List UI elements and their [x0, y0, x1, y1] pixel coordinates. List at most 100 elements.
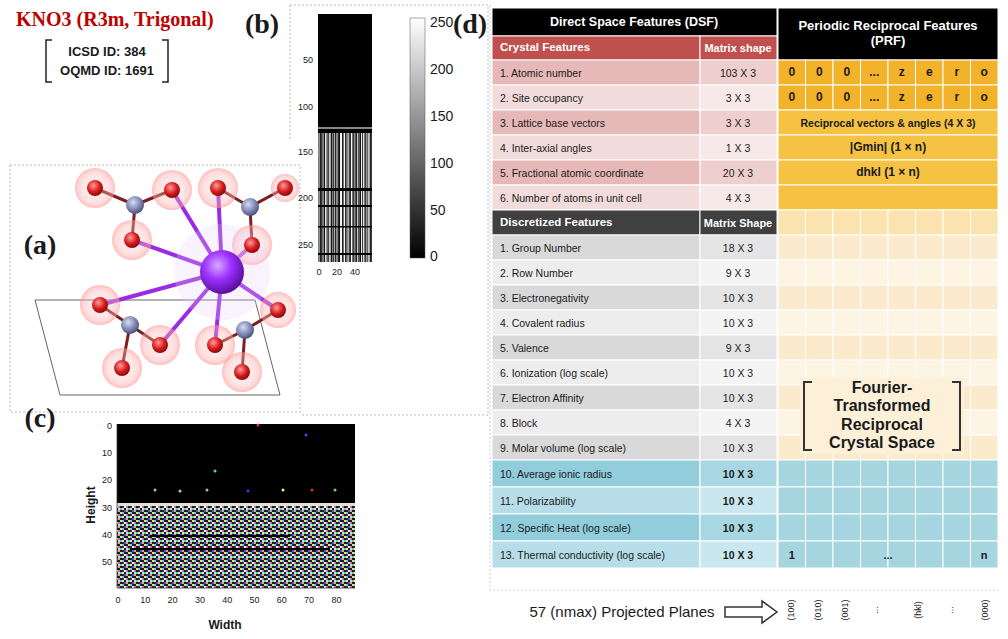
illustration-shape — [806, 285, 834, 310]
illustration-shape — [833, 310, 861, 335]
table-cell: 103 X 3 — [720, 66, 756, 78]
table-cell: 10 X 3 — [723, 291, 753, 303]
axis-tick-label: 150 — [430, 108, 453, 124]
axis-tick-label: 50 — [430, 202, 446, 218]
illustration-shape — [357, 133, 358, 262]
illustration-shape — [117, 424, 355, 588]
illustration-shape — [861, 260, 889, 285]
illustration-shape — [806, 335, 834, 360]
illustration-shape — [700, 235, 777, 260]
illustration-shape — [700, 85, 777, 110]
table-cell: ... — [869, 91, 879, 105]
illustration-shape — [367, 133, 368, 262]
illustration-shape — [346, 133, 347, 262]
illustration-shape — [700, 185, 777, 210]
panel-frame — [290, 5, 488, 415]
illustration-shape — [198, 168, 238, 208]
illustration-shape — [179, 490, 182, 493]
illustration-shape — [833, 285, 861, 310]
table-cell: Reciprocal vectors & angles (4 X 3) — [800, 116, 975, 128]
illustration-shape — [318, 226, 372, 228]
illustration-shape — [861, 85, 889, 110]
illustration-shape — [359, 133, 360, 262]
illustration-shape — [365, 133, 366, 262]
illustration-shape — [305, 434, 308, 437]
table-cell: r — [954, 91, 959, 105]
illustration-shape — [971, 210, 999, 235]
plane-label: (hkl) — [913, 601, 923, 619]
illustration-shape — [347, 133, 348, 262]
table-cell: 20 X 3 — [723, 166, 753, 178]
illustration-shape — [778, 210, 806, 235]
illustration-shape — [861, 460, 889, 487]
illustration-shape — [943, 310, 971, 335]
axis-tick-label: 20 — [332, 267, 342, 277]
illustration-shape — [244, 237, 260, 253]
table-cell: 3. Electronegativity — [500, 291, 589, 303]
illustration-shape — [126, 196, 144, 214]
illustration-shape — [700, 135, 777, 160]
axis-tick-label: 20 — [102, 475, 112, 485]
illustration-shape — [277, 180, 293, 196]
table-cell: 0 — [788, 66, 795, 80]
illustration-shape — [916, 541, 944, 568]
table-cell: 3. Lattice base vectors — [500, 116, 605, 128]
illustration-shape — [700, 410, 777, 435]
illustration-shape — [271, 174, 299, 202]
illustration-shape — [343, 133, 344, 262]
illustration-shape — [778, 285, 806, 310]
illustration-shape — [888, 335, 916, 360]
illustration-shape — [327, 133, 328, 262]
illustration-shape — [350, 133, 351, 262]
illustration-shape — [492, 310, 700, 335]
axis-tick-label: 0 — [115, 595, 120, 605]
illustration-shape — [318, 253, 372, 255]
illustration-shape — [336, 133, 337, 262]
table-cell: 0 — [816, 66, 823, 80]
axis-tick-label: 200 — [298, 193, 313, 203]
illustration-shape — [492, 260, 700, 285]
plane-label: (001) — [840, 599, 850, 620]
illustration-shape — [888, 210, 916, 235]
figure-title: KNO3 (R3m, Trigonal) — [16, 8, 214, 31]
illustration-shape — [778, 110, 998, 135]
illustration-shape — [345, 133, 346, 262]
illustration-shape — [971, 235, 999, 260]
table-cell: 10 X 3 — [723, 366, 753, 378]
panel-label: (d) — [453, 8, 487, 40]
illustration-shape — [700, 285, 777, 310]
illustration-shape — [861, 335, 889, 360]
table-cell: 13. Thermal conductivity (log scale) — [500, 548, 665, 560]
illustration-shape — [321, 133, 322, 262]
illustration-shape — [492, 8, 777, 36]
table-cell: 3 X 3 — [726, 116, 751, 128]
illustration-shape — [260, 292, 296, 328]
axis-tick-label: 40 — [102, 530, 112, 540]
illustration-shape — [700, 487, 777, 514]
grayscale-image — [318, 14, 372, 262]
axis-tick-label: 30 — [195, 595, 205, 605]
table-cell: |Gmin| (1 × n) — [850, 141, 926, 155]
illustration-shape — [333, 133, 334, 262]
illustration-shape — [329, 133, 330, 262]
illustration-shape — [492, 410, 700, 435]
axis-tick-label: 250 — [298, 240, 313, 250]
illustration-shape — [492, 110, 700, 135]
illustration-shape — [700, 110, 777, 135]
illustration-shape — [75, 168, 299, 392]
axis-tick-label: 0 — [107, 421, 112, 431]
illustration-shape — [87, 180, 293, 380]
illustration-shape — [152, 170, 192, 210]
table-cell: 1. Atomic number — [500, 66, 582, 78]
table-cell: Fourier-Transformed Reciprocal Crystal S… — [812, 379, 952, 453]
illustration-shape — [371, 133, 372, 262]
illustration-shape — [207, 337, 223, 353]
illustration-shape — [700, 335, 777, 360]
illustration-shape — [888, 235, 916, 260]
table-header: Matrix shape — [704, 42, 771, 55]
axis-tick-label: 10 — [140, 595, 150, 605]
illustration-shape — [247, 490, 250, 493]
illustration-shape — [318, 14, 372, 262]
illustration-shape — [270, 302, 286, 318]
